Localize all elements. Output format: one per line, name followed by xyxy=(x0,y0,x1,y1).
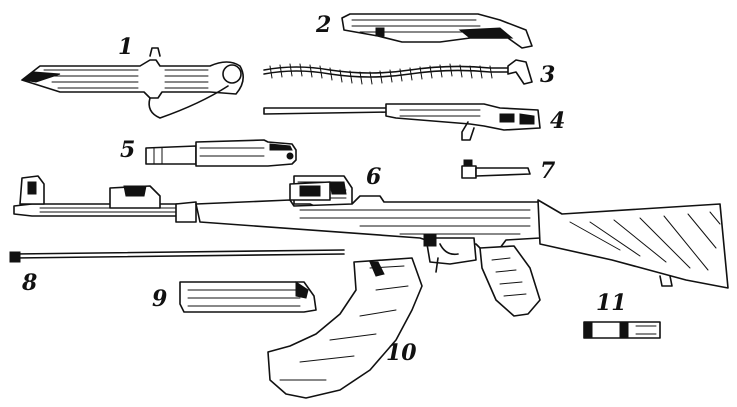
part-lower-handguard xyxy=(179,281,317,313)
part-label-5: 5 xyxy=(120,137,135,163)
part-receiver-cover xyxy=(341,13,533,49)
part-bolt-carrier xyxy=(263,103,541,141)
part-label-2: 2 xyxy=(315,12,331,38)
part-magazine xyxy=(267,257,423,399)
part-label-6: 6 xyxy=(366,164,381,190)
part-stock xyxy=(537,199,729,289)
part-label-11: 11 xyxy=(596,290,627,316)
part-recoil-spring xyxy=(263,59,533,85)
part-bayonet xyxy=(20,47,244,119)
part-label-8: 8 xyxy=(21,270,37,296)
part-cleaning-kit xyxy=(583,321,661,339)
part-cleaning-rod xyxy=(9,249,345,263)
part-gas-tube xyxy=(145,139,297,167)
part-label-10: 10 xyxy=(386,340,417,366)
part-label-1: 1 xyxy=(118,34,133,60)
part-label-3: 3 xyxy=(540,62,555,88)
part-label-9: 9 xyxy=(152,286,167,312)
part-label-4: 4 xyxy=(550,108,565,134)
part-firing-pin xyxy=(461,159,531,179)
part-receiver-assembly xyxy=(13,175,541,317)
part-label-7: 7 xyxy=(540,158,556,184)
